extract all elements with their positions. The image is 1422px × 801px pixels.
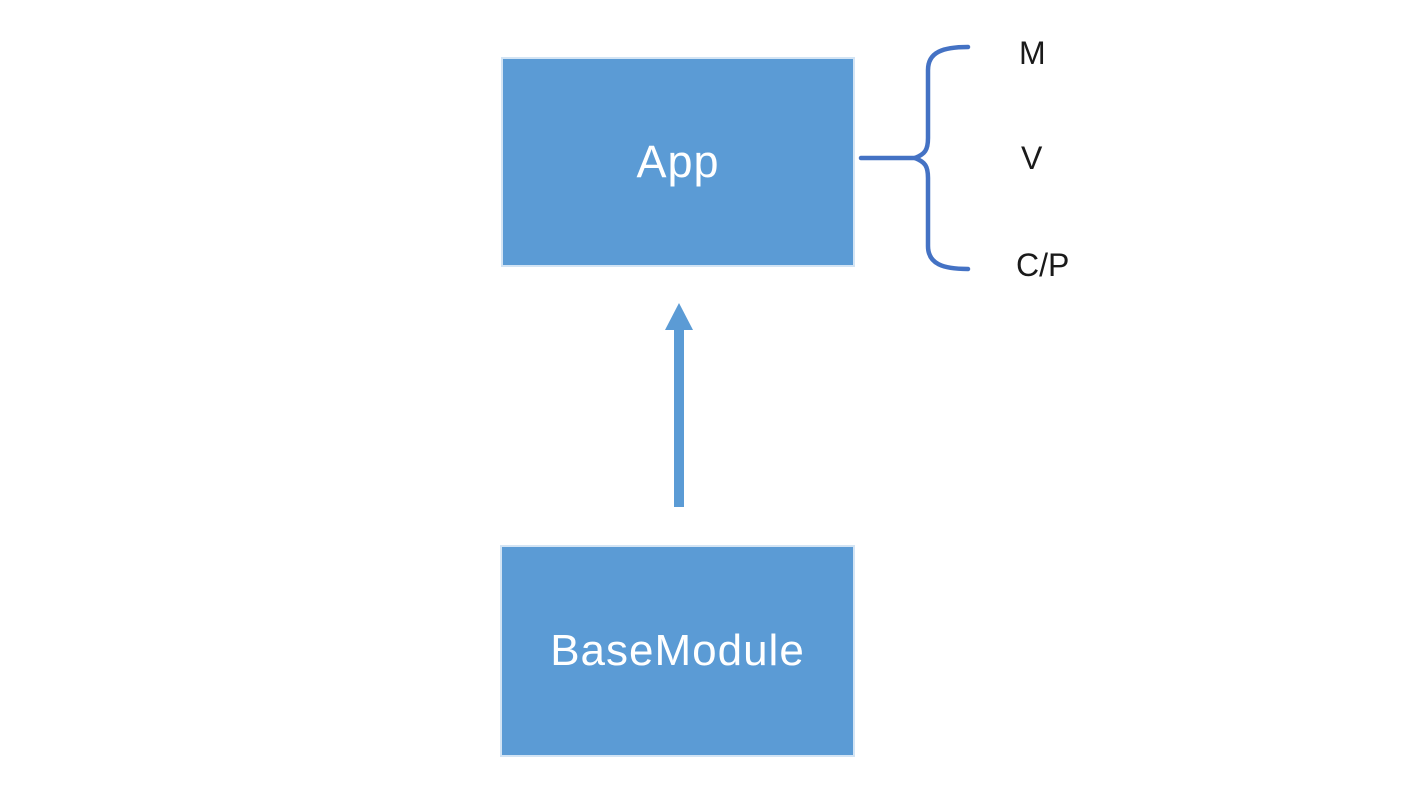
arrow-head bbox=[665, 303, 693, 330]
app-node-label: App bbox=[636, 136, 720, 187]
brace-label-controller-presenter: C/P bbox=[1016, 247, 1070, 283]
curly-brace-icon bbox=[858, 44, 971, 272]
base-module-node-label: BaseModule bbox=[550, 626, 805, 675]
base-module-node: BaseModule bbox=[500, 545, 855, 757]
brace-label-model: M bbox=[1019, 35, 1046, 71]
arrow-up-icon bbox=[665, 303, 693, 507]
brace-label-view: V bbox=[1021, 140, 1043, 176]
app-node: App bbox=[501, 57, 855, 267]
arrow-shaft bbox=[674, 328, 684, 507]
brace-curve bbox=[912, 44, 971, 272]
